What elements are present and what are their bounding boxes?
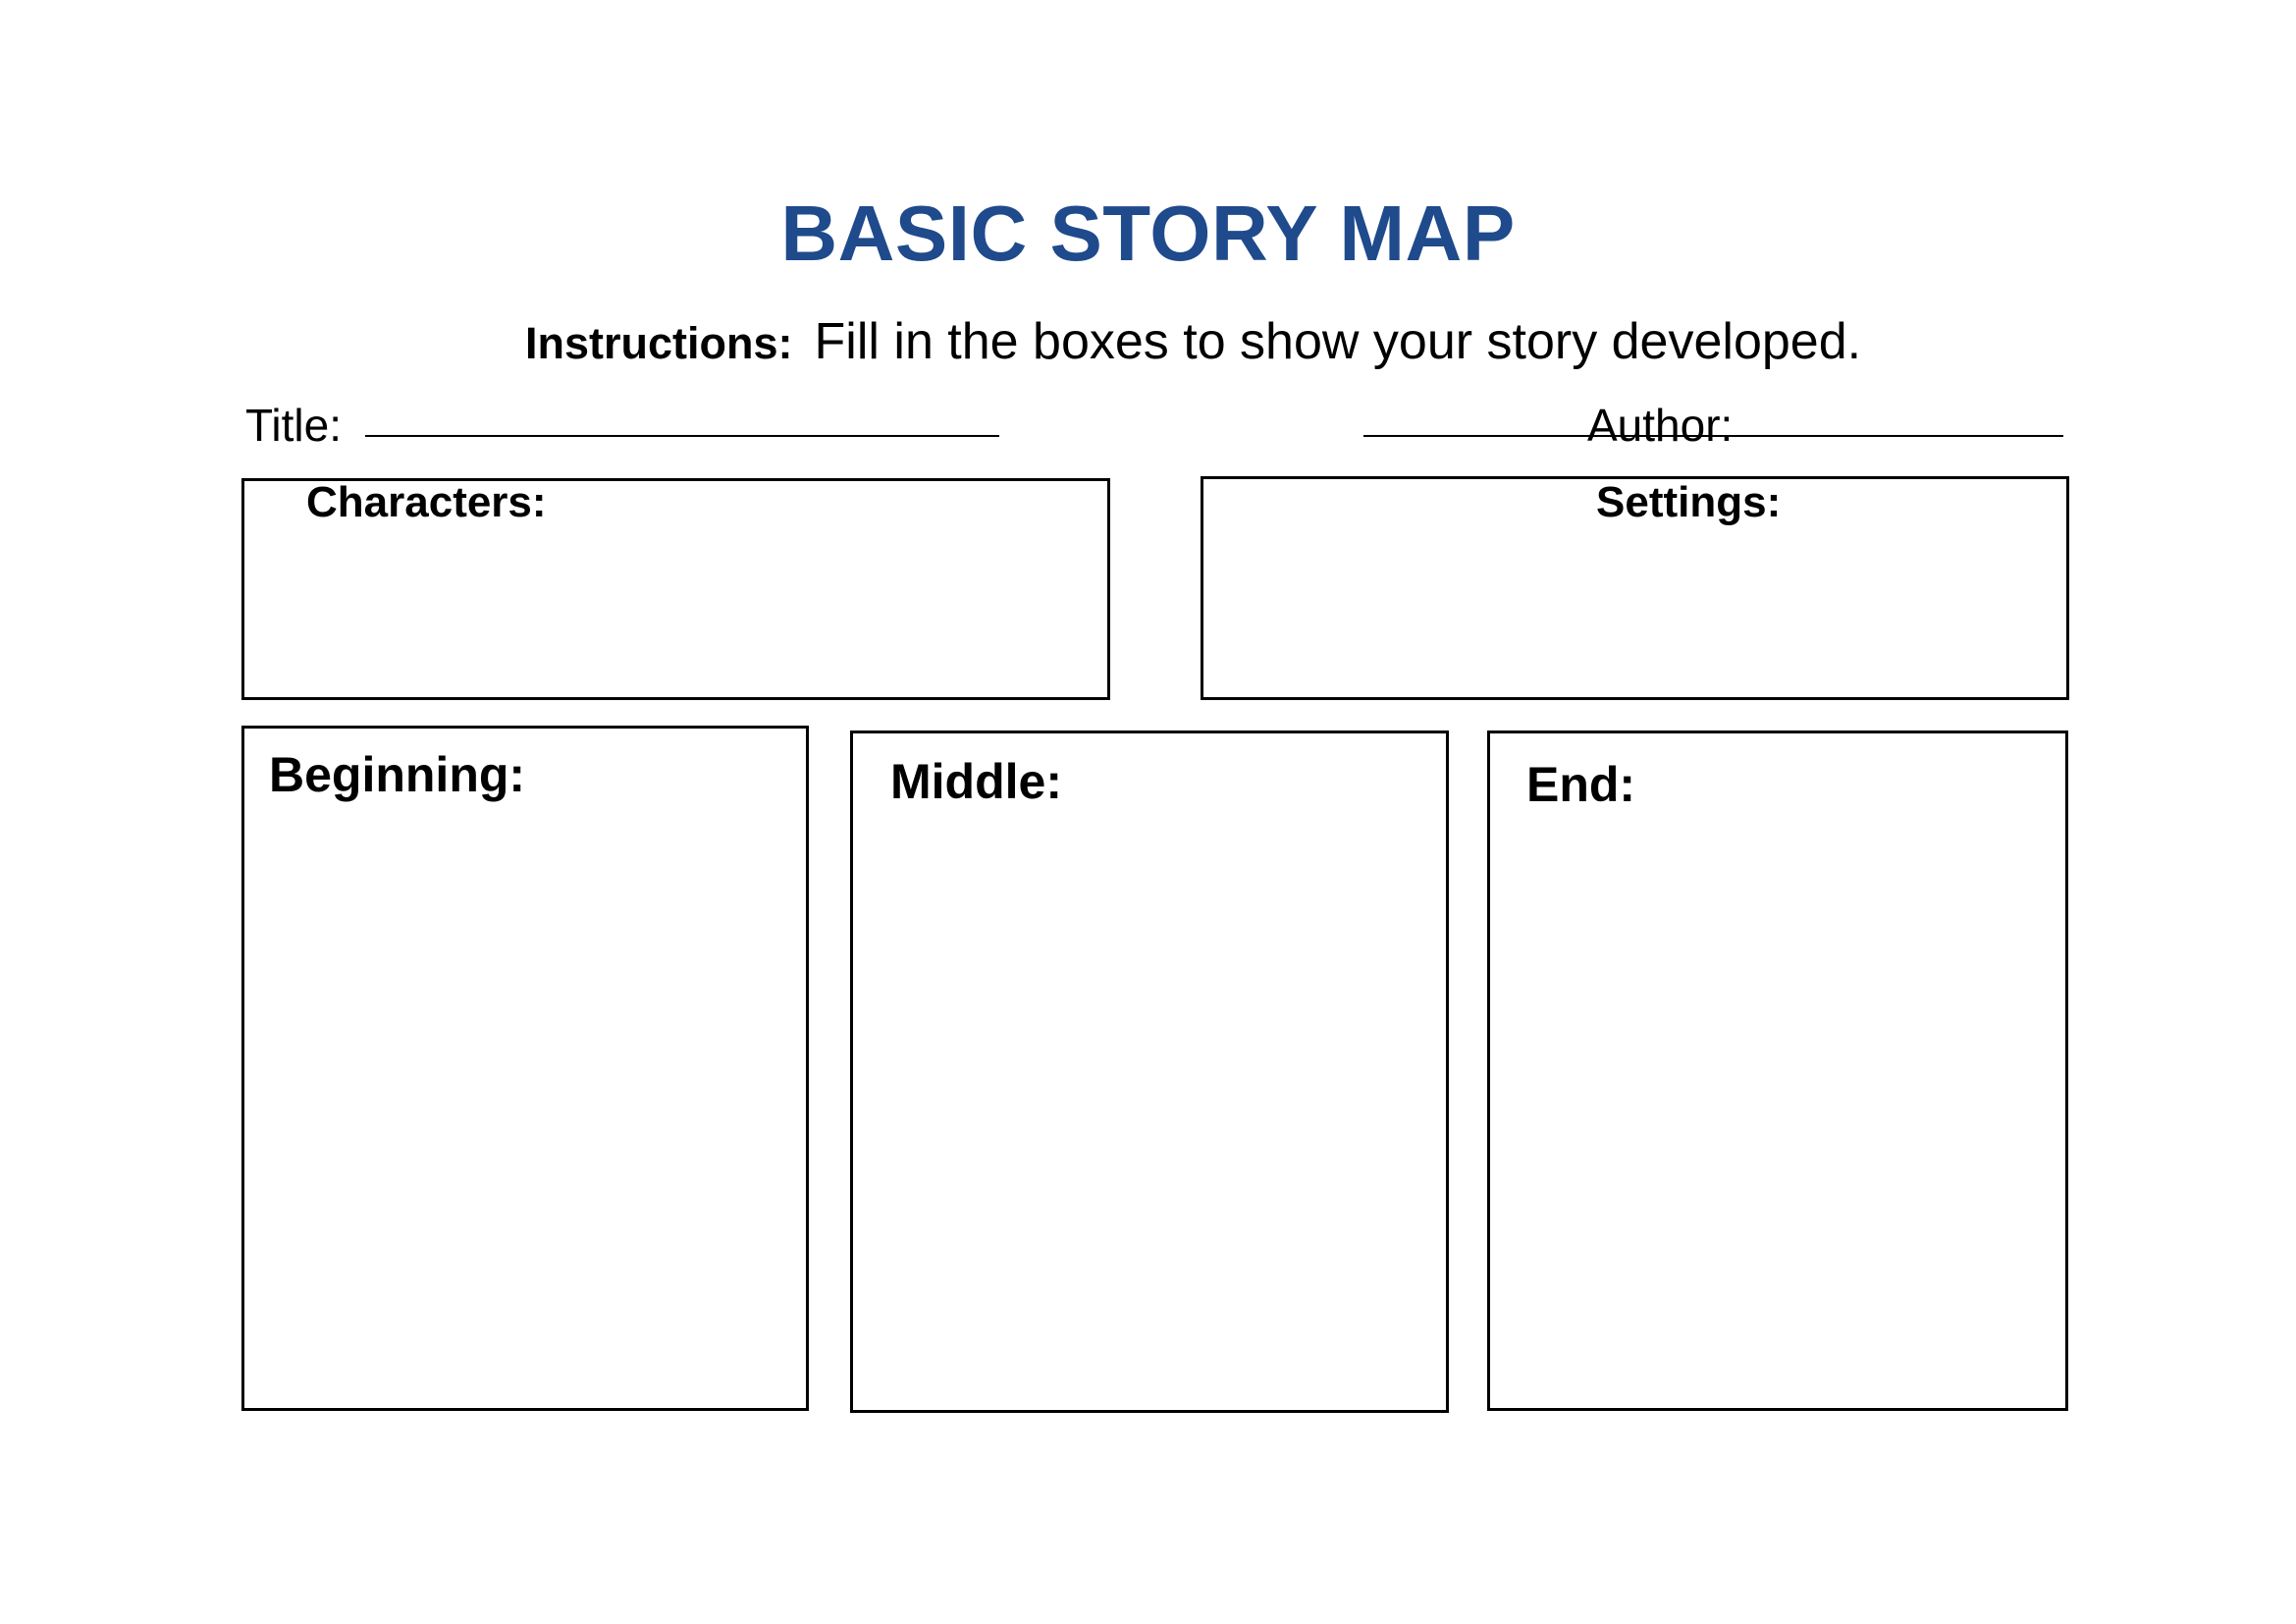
beginning-label: Beginning:	[269, 747, 526, 802]
author-input-line[interactable]	[1363, 435, 2063, 437]
page-title: BASIC STORY MAP	[780, 189, 1516, 277]
beginning-box[interactable]: Beginning:	[241, 726, 809, 1411]
title-input-line[interactable]	[365, 435, 999, 437]
author-field-label: Author:	[1587, 400, 1734, 451]
instructions: Instructions: Fill in the boxes to show y…	[525, 316, 1861, 367]
instructions-text: Fill in the boxes to show your story dev…	[814, 313, 1862, 370]
instructions-label: Instructions:	[525, 318, 793, 368]
end-box[interactable]: End:	[1487, 731, 2068, 1411]
title-field-label: Title:	[245, 400, 342, 451]
settings-label: Settings:	[1596, 478, 1782, 526]
characters-label: Characters:	[306, 478, 547, 526]
middle-label: Middle:	[890, 754, 1062, 809]
end-label: End:	[1526, 757, 1636, 812]
settings-box[interactable]: Settings:	[1201, 476, 2069, 700]
middle-box[interactable]: Middle:	[850, 731, 1449, 1413]
characters-box[interactable]: Characters:	[241, 478, 1110, 700]
